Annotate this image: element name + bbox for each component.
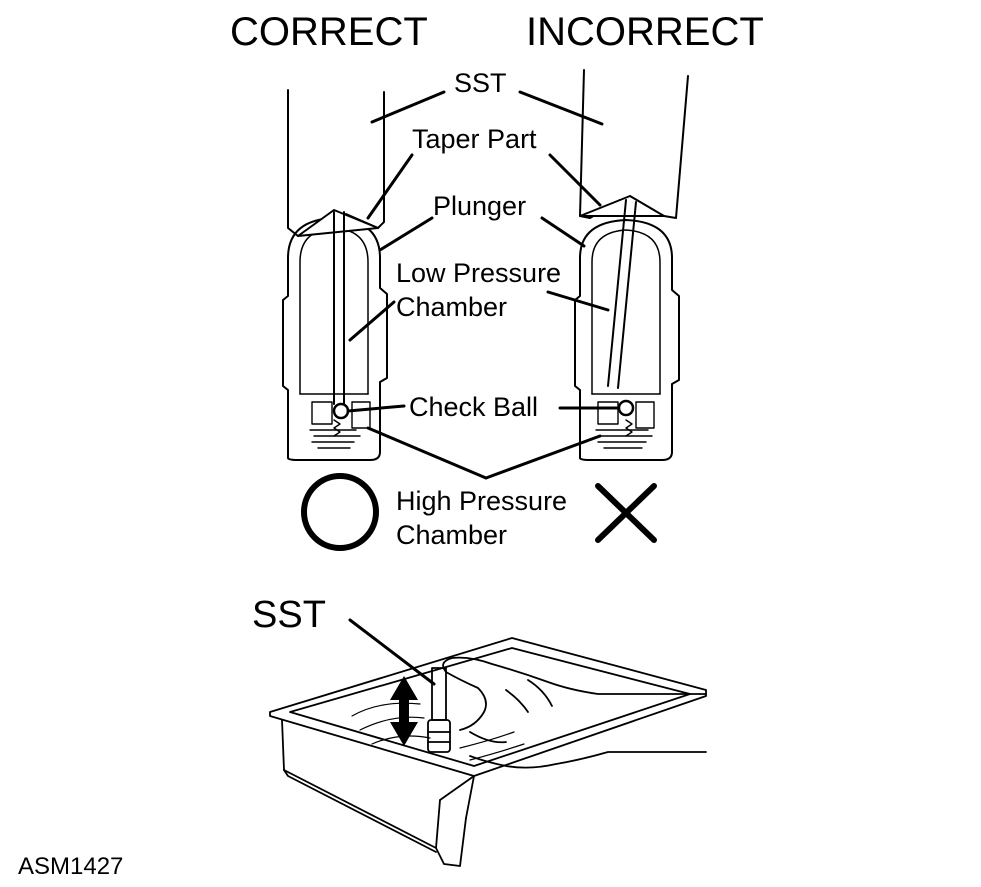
high-pressure-line1: High Pressure <box>396 486 568 516</box>
correct-heading: CORRECT <box>230 10 428 54</box>
high-pressure-line2: Chamber <box>396 520 508 550</box>
circle-icon <box>301 473 379 551</box>
leader-lines <box>346 90 620 480</box>
plunger-label: Plunger <box>433 191 527 221</box>
cross-icon <box>595 483 657 543</box>
high-pressure-chamber-label: High Pressure Chamber <box>396 484 567 552</box>
low-pressure-chamber-label: Low Pressure Chamber <box>396 256 561 324</box>
taper-part-label: Taper Part <box>412 124 537 154</box>
tray-illustration <box>269 637 707 867</box>
check-ball-label: Check Ball <box>409 392 539 422</box>
lower-sst-label: SST <box>252 594 326 636</box>
incorrect-sst-tool <box>579 69 689 389</box>
correct-sst-tool <box>287 89 385 405</box>
up-down-arrow-icon <box>390 676 418 746</box>
low-pressure-line1: Low Pressure <box>396 258 562 288</box>
low-pressure-line2: Chamber <box>396 292 508 322</box>
correct-lifter <box>282 217 388 461</box>
sst-label: SST <box>454 68 507 98</box>
figure-code: ASM1427 <box>18 853 124 880</box>
lower-sst-leader <box>348 618 436 686</box>
incorrect-heading: INCORRECT <box>526 10 764 54</box>
incorrect-lifter <box>574 219 680 461</box>
